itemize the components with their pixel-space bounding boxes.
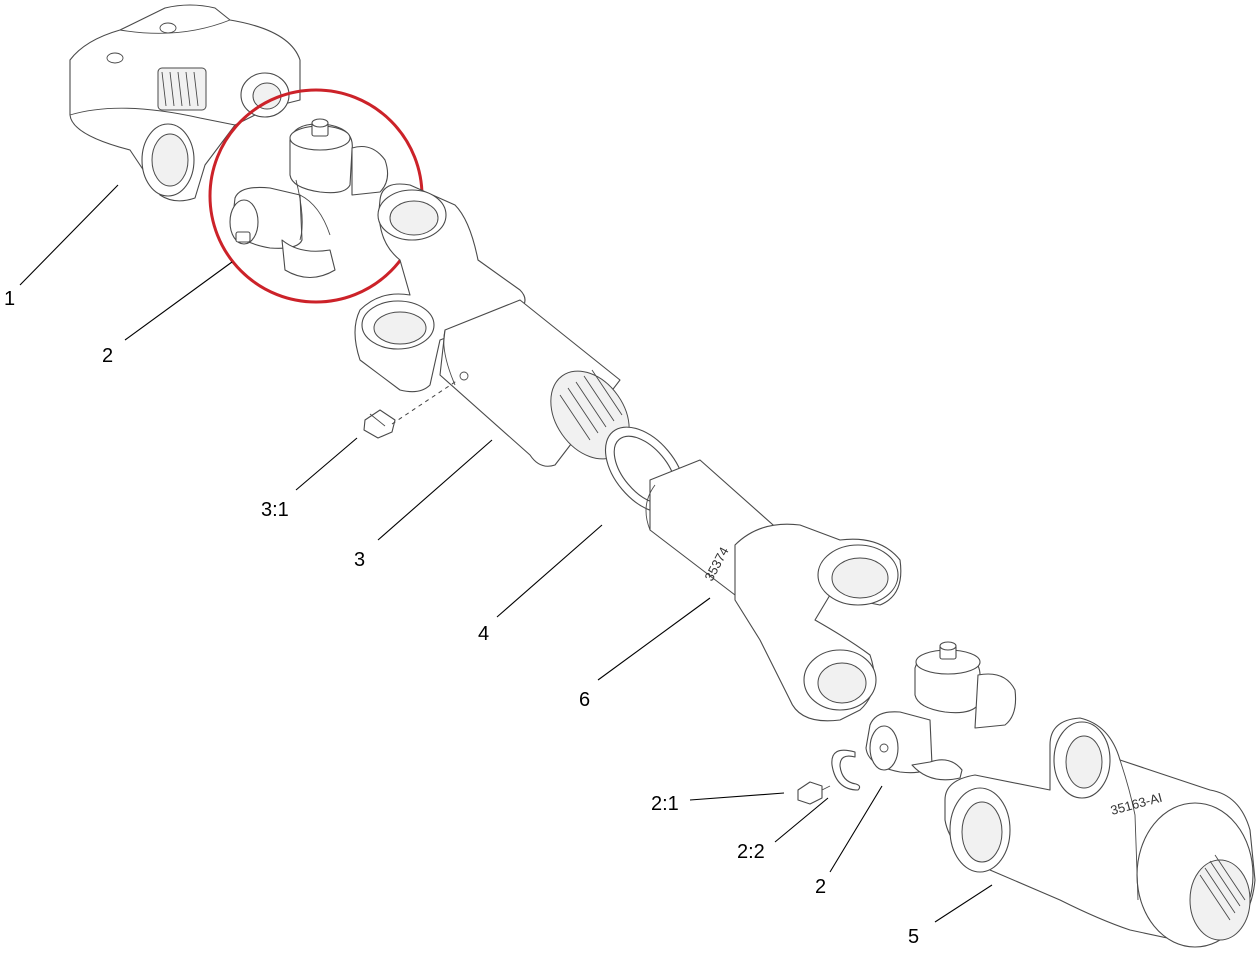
part-2-2-snap-ring[interactable]: [831, 749, 861, 791]
callout-3: 3: [354, 549, 365, 571]
part-2-universal-joint-bottom[interactable]: [865, 641, 1017, 781]
leader-2-top: [124, 261, 233, 341]
callout-2-2: 2:2: [737, 841, 765, 863]
callout-2-1: 2:1: [651, 793, 679, 815]
callout-4: 4: [478, 623, 489, 645]
callout-3-1: 3:1: [261, 499, 289, 521]
leader-2-1: [689, 792, 785, 801]
part-3-1-grease-fitting[interactable]: [363, 409, 396, 439]
leader-2-bottom: [829, 785, 883, 873]
leader-6: [597, 597, 711, 681]
callout-2-bottom: 2: [815, 876, 826, 898]
leader-3: [377, 439, 493, 541]
dashed-assembly-line-3: [391, 379, 459, 425]
part-2-1-grease-fitting[interactable]: [797, 781, 831, 805]
callout-1: 1: [4, 288, 15, 310]
leader-3-1: [295, 437, 358, 491]
leader-1: [19, 184, 119, 286]
part-6-tube-yoke[interactable]: 35374: [645, 459, 902, 722]
leader-5: [934, 884, 993, 923]
callout-6: 6: [579, 689, 590, 711]
callout-labels: 1 2 3:1 3 4 6 2:1 2:2 2 5: [4, 288, 919, 948]
part-5-splined-yoke[interactable]: 35163-AI: [944, 717, 1256, 948]
part-1-splined-yoke[interactable]: [69, 4, 301, 202]
leader-4: [496, 524, 603, 618]
part-2-universal-joint-top[interactable]: [229, 118, 389, 279]
leader-lines: [19, 184, 993, 923]
part-3-slip-yoke-shaft[interactable]: [354, 183, 645, 474]
leader-2-2: [774, 797, 829, 843]
callout-5: 5: [908, 926, 919, 948]
callout-2-top: 2: [102, 345, 113, 367]
